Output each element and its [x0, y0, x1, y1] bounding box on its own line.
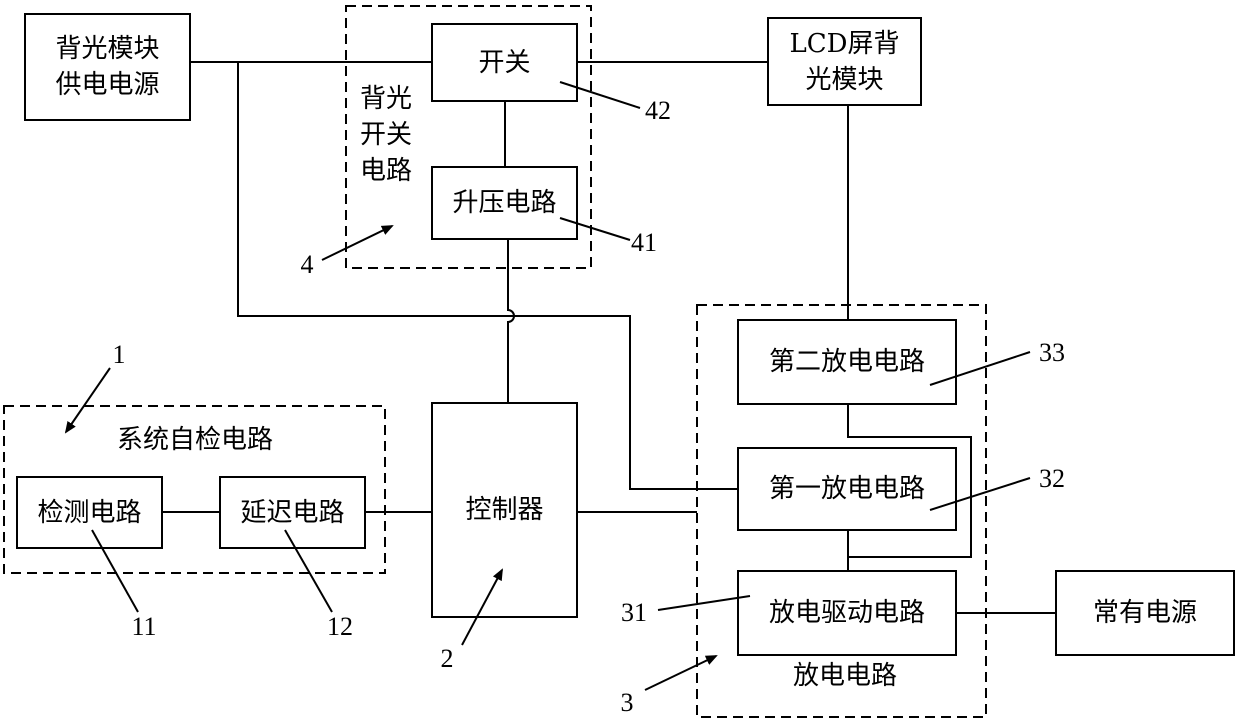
- wire-boost-controller: [508, 239, 514, 403]
- constant-power-label: 常有电源: [1056, 571, 1234, 655]
- ref-11: 11: [122, 612, 166, 642]
- arrow-3: [645, 656, 716, 690]
- discharge-first-label: 第一放电电路: [738, 448, 956, 530]
- boost-label: 升压电路: [432, 167, 577, 239]
- ref-3: 3: [612, 688, 642, 718]
- ref-4: 4: [292, 250, 322, 280]
- lcd-backlight-label: LCD屏背 光模块: [768, 18, 921, 105]
- ref-1: 1: [104, 340, 134, 370]
- ref-33: 33: [1030, 338, 1074, 368]
- arrow-4: [322, 226, 392, 260]
- ref-42: 42: [636, 96, 680, 126]
- group-self-check-label: 系统自检电路: [80, 422, 310, 458]
- group-backlight-switch-label: 背光 开关 电路: [356, 80, 416, 190]
- backlight-power-label: 背光模块 供电电源: [25, 14, 190, 120]
- ref-41: 41: [622, 228, 666, 258]
- ref-12: 12: [318, 612, 362, 642]
- switch-label: 开关: [432, 24, 577, 101]
- discharge-driver-label: 放电驱动电路: [738, 571, 956, 655]
- ref-32: 32: [1030, 464, 1074, 494]
- leader-31: [658, 596, 750, 610]
- controller-label: 控制器: [432, 403, 577, 617]
- detection-label: 检测电路: [17, 477, 162, 548]
- ref-2: 2: [432, 644, 462, 674]
- group-discharge-label: 放电电路: [760, 658, 930, 694]
- ref-31: 31: [612, 598, 656, 628]
- delay-label: 延迟电路: [220, 477, 365, 548]
- discharge-second-label: 第二放电电路: [738, 320, 956, 404]
